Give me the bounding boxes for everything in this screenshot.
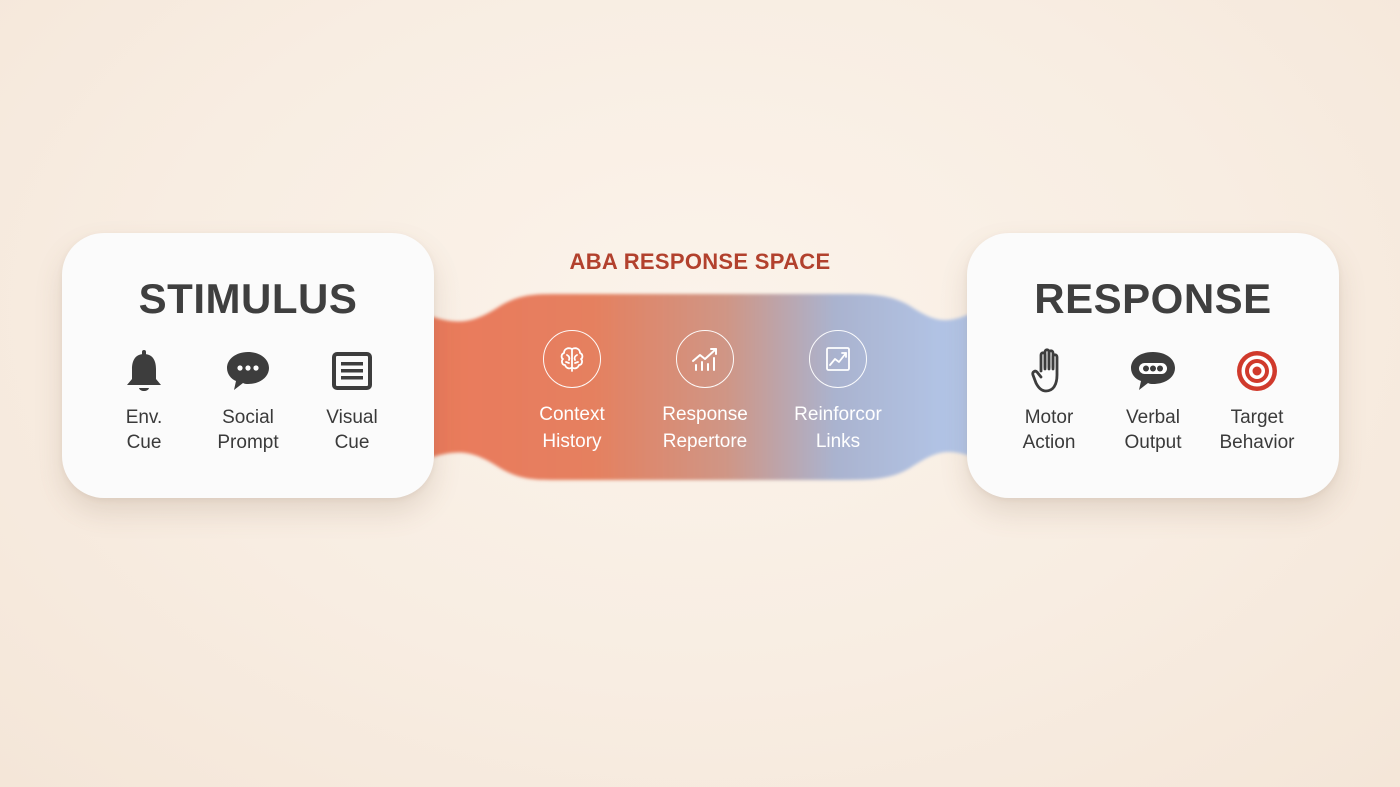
visual-cue-item: Visual Cue <box>300 345 404 455</box>
brain-icon <box>543 330 601 388</box>
response-space-title: ABA RESPONSE SPACE <box>569 249 831 274</box>
response-space-items: Context History Response Repertore <box>510 330 900 455</box>
hand-icon <box>1023 345 1075 397</box>
motor-action-label: Motor Action <box>1022 407 1076 453</box>
env-cue-label: Env. Cue <box>125 407 163 453</box>
chat-dots-icon <box>1127 345 1179 397</box>
stimulus-card: STIMULUS Env. Cue <box>62 233 434 498</box>
reinforcor-links-item: Reinforcor Links <box>776 330 900 455</box>
target-icon <box>1231 345 1283 397</box>
response-items: Motor Action Verbal Output <box>997 345 1309 455</box>
response-card: RESPONSE Motor Action <box>967 233 1339 498</box>
verbal-output-item: Verbal Output <box>1101 345 1205 455</box>
social-prompt-label: Social Prompt <box>217 407 279 453</box>
response-repertore-label: Response Repertore <box>662 404 748 452</box>
target-behavior-item: Target Behavior <box>1205 345 1309 455</box>
trend-chart-icon <box>676 330 734 388</box>
document-icon <box>326 345 378 397</box>
visual-cue-label: Visual Cue <box>326 407 378 453</box>
context-history-item: Context History <box>510 330 634 455</box>
stimulus-title: STIMULUS <box>138 275 358 322</box>
social-prompt-item: Social Prompt <box>196 345 300 455</box>
verbal-output-label: Verbal Output <box>1124 407 1182 453</box>
line-chart-icon <box>809 330 867 388</box>
motor-action-item: Motor Action <box>997 345 1101 455</box>
bell-icon <box>118 345 170 397</box>
stimulus-items: Env. Cue Social Prompt <box>92 345 404 455</box>
context-history-label: Context History <box>539 404 605 452</box>
reinforcor-links-label: Reinforcor Links <box>794 404 882 452</box>
response-repertore-item: Response Repertore <box>643 330 767 455</box>
response-title: RESPONSE <box>1034 275 1272 322</box>
target-behavior-label: Target Behavior <box>1219 407 1295 453</box>
env-cue-item: Env. Cue <box>92 345 196 455</box>
speech-bubble-icon <box>222 345 274 397</box>
